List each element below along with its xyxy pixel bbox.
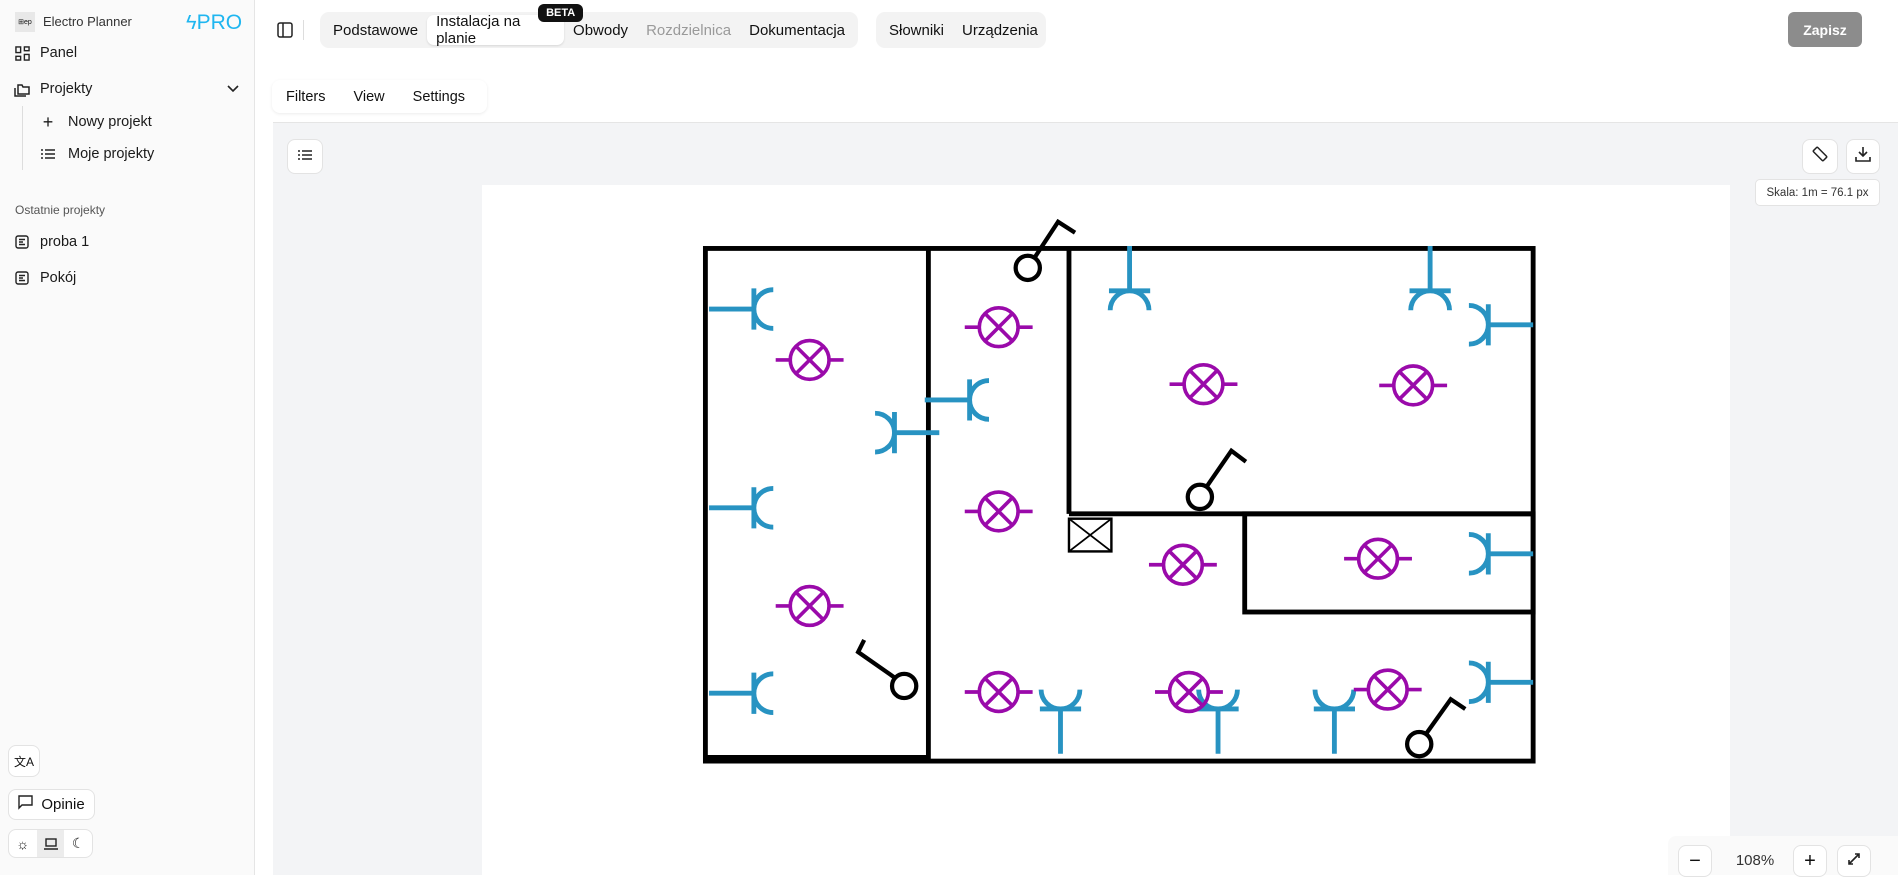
folders-icon	[14, 81, 30, 97]
view-toolbar: Filters View Settings	[272, 80, 487, 113]
chevron-down-icon[interactable]	[227, 81, 239, 97]
tab-rozdzielnica: Rozdzielnica	[646, 21, 732, 39]
save-button[interactable]: Zapisz	[1788, 12, 1862, 47]
minus-icon: −	[1689, 849, 1701, 872]
feedback-label: Opinie	[41, 796, 85, 813]
moon-icon[interactable]: ☾	[71, 835, 85, 851]
tab-podstawowe[interactable]: Podstawowe	[333, 21, 419, 39]
measure-button[interactable]	[1802, 139, 1838, 174]
dashboard-icon	[14, 45, 30, 61]
recent-project-item[interactable]: proba 1	[14, 234, 89, 250]
sidebar-toggle-button[interactable]	[277, 22, 293, 43]
tab-slowniki[interactable]: Słowniki	[889, 21, 945, 39]
header-divider	[303, 20, 304, 40]
app-name: Electro Planner	[43, 14, 132, 29]
zoom-out-button[interactable]: −	[1678, 845, 1712, 877]
sidebar-item-label: Nowy projekt	[68, 114, 152, 130]
plus-icon: +	[1804, 849, 1816, 872]
sidebar-item-projekty[interactable]: Projekty	[14, 81, 239, 97]
recent-project-label: proba 1	[40, 234, 90, 250]
tab-urzadzenia[interactable]: Urządzenia	[962, 21, 1038, 39]
language-button[interactable]: 文A	[8, 745, 40, 777]
zoom-in-button[interactable]: +	[1793, 845, 1827, 877]
download-button[interactable]	[1846, 139, 1880, 174]
tab-instalacja-na-planie[interactable]: Instalacja na planie BETA	[427, 4, 584, 47]
sidebar-item-nowy-projekt[interactable]: + Nowy projekt	[40, 111, 152, 132]
tab-obwody[interactable]: Obwody	[573, 21, 629, 39]
settings-menu[interactable]: Settings	[412, 88, 466, 105]
fullscreen-button[interactable]	[1837, 845, 1871, 877]
submenu-guide-line	[22, 106, 23, 170]
view-menu[interactable]: View	[353, 88, 385, 105]
recent-project-label: Pokój	[40, 270, 77, 286]
expand-icon	[1847, 852, 1861, 871]
theme-switcher: ☼ ☾	[8, 829, 93, 858]
sidebar-toggle-icon	[277, 22, 293, 42]
ruler-icon	[1812, 146, 1828, 167]
pro-label: PRO	[196, 11, 243, 34]
list-icon	[298, 148, 312, 166]
translate-icon: 文A	[13, 754, 34, 769]
sun-icon[interactable]: ☼	[16, 835, 30, 852]
tab-label: Instalacja na planie	[436, 13, 521, 47]
feedback-button[interactable]: Opinie	[8, 789, 95, 820]
scale-label: Skala: 1m = 76.1 px	[1755, 179, 1880, 206]
lightning-icon: ϟ	[186, 11, 197, 34]
layers-list-button[interactable]	[287, 139, 323, 174]
document-icon	[14, 234, 30, 250]
filters-menu[interactable]: Filters	[286, 88, 326, 105]
message-icon	[18, 795, 34, 814]
laptop-icon[interactable]	[36, 830, 65, 857]
beta-badge: BETA	[538, 4, 584, 22]
recent-project-item[interactable]: Pokój	[14, 270, 76, 286]
sidebar-item-label: Moje projekty	[68, 146, 155, 162]
main-tabs: Podstawowe Instalacja na planie BETA Obw…	[320, 4, 858, 48]
sidebar-item-moje-projekty[interactable]: Moje projekty	[40, 146, 154, 162]
sidebar-item-label: Projekty	[40, 81, 93, 97]
floor-plan-sheet	[482, 185, 1730, 875]
document-icon	[14, 270, 30, 286]
download-icon	[1855, 146, 1871, 167]
app-logo: ⊞ep	[15, 12, 35, 32]
tab-dokumentacja[interactable]: Dokumentacja	[749, 21, 845, 39]
list-icon	[40, 146, 56, 162]
sidebar-item-label: Panel	[40, 45, 78, 61]
sidebar-item-panel[interactable]: Panel	[14, 45, 77, 61]
zoom-level: 108%	[1735, 852, 1775, 869]
plus-icon: +	[42, 111, 54, 132]
recent-projects-heading: Ostatnie projekty	[15, 203, 106, 217]
secondary-tabs: Słowniki Urządzenia	[876, 12, 1046, 48]
